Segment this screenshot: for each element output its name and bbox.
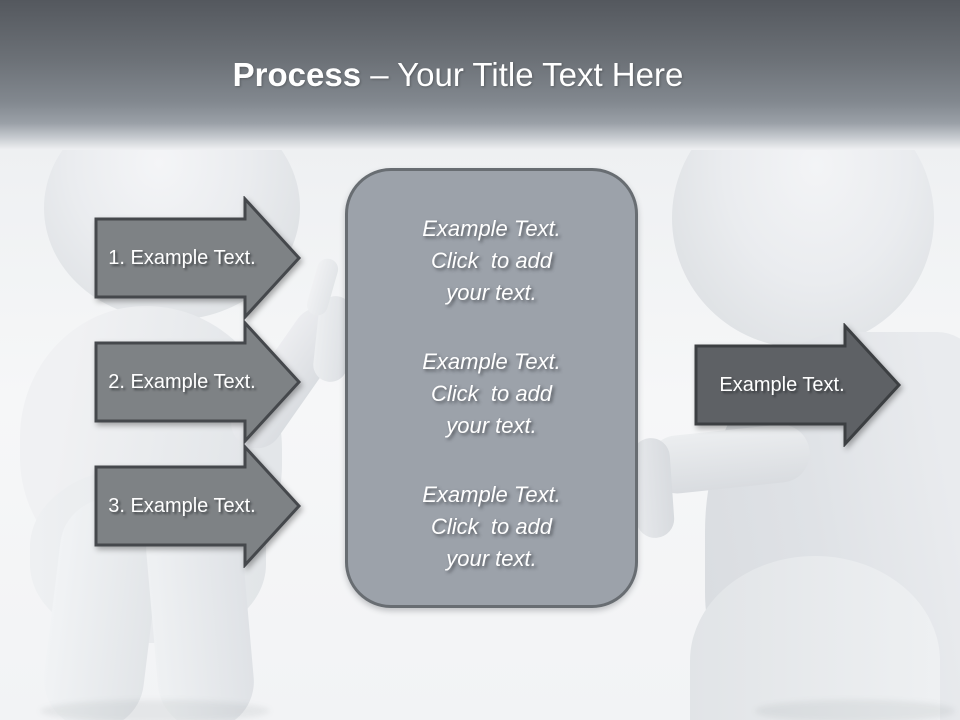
- process-arrow-3[interactable]: 3. Example Text.: [94, 444, 302, 568]
- process-arrow-2[interactable]: 2. Example Text.: [94, 320, 302, 444]
- right-arrow-icon: [94, 196, 302, 320]
- text-placeholder-3[interactable]: Example Text. Click to add your text.: [422, 482, 561, 571]
- process-arrow-3-label: 3. Example Text.: [108, 494, 256, 517]
- output-arrow-label: Example Text.: [719, 373, 845, 396]
- right-person-belly: [690, 556, 940, 720]
- left-person-shadow: [40, 700, 270, 720]
- process-arrow-1[interactable]: 1. Example Text.: [94, 196, 302, 320]
- text-placeholder-2[interactable]: Example Text. Click to add your text.: [422, 349, 561, 438]
- right-person-shadow: [755, 700, 955, 720]
- right-arrow-icon: [94, 320, 302, 444]
- right-arrow-icon: [94, 444, 302, 568]
- process-arrow-2-label: 2. Example Text.: [108, 370, 256, 393]
- output-arrow[interactable]: Example Text.: [694, 323, 902, 447]
- center-text-box[interactable]: Example Text. Click to add your text. Ex…: [345, 168, 638, 608]
- slide-title[interactable]: Process – Your Title Text Here: [0, 0, 938, 150]
- slide-title-rest: – Your Title Text Here: [370, 56, 684, 93]
- slide-title-emphasis: Process: [232, 56, 362, 93]
- right-arrow-icon: [694, 323, 902, 447]
- text-placeholder-1[interactable]: Example Text. Click to add your text.: [422, 216, 561, 305]
- slide-header: Process – Your Title Text Here: [0, 0, 960, 150]
- process-arrow-1-label: 1. Example Text.: [108, 246, 256, 269]
